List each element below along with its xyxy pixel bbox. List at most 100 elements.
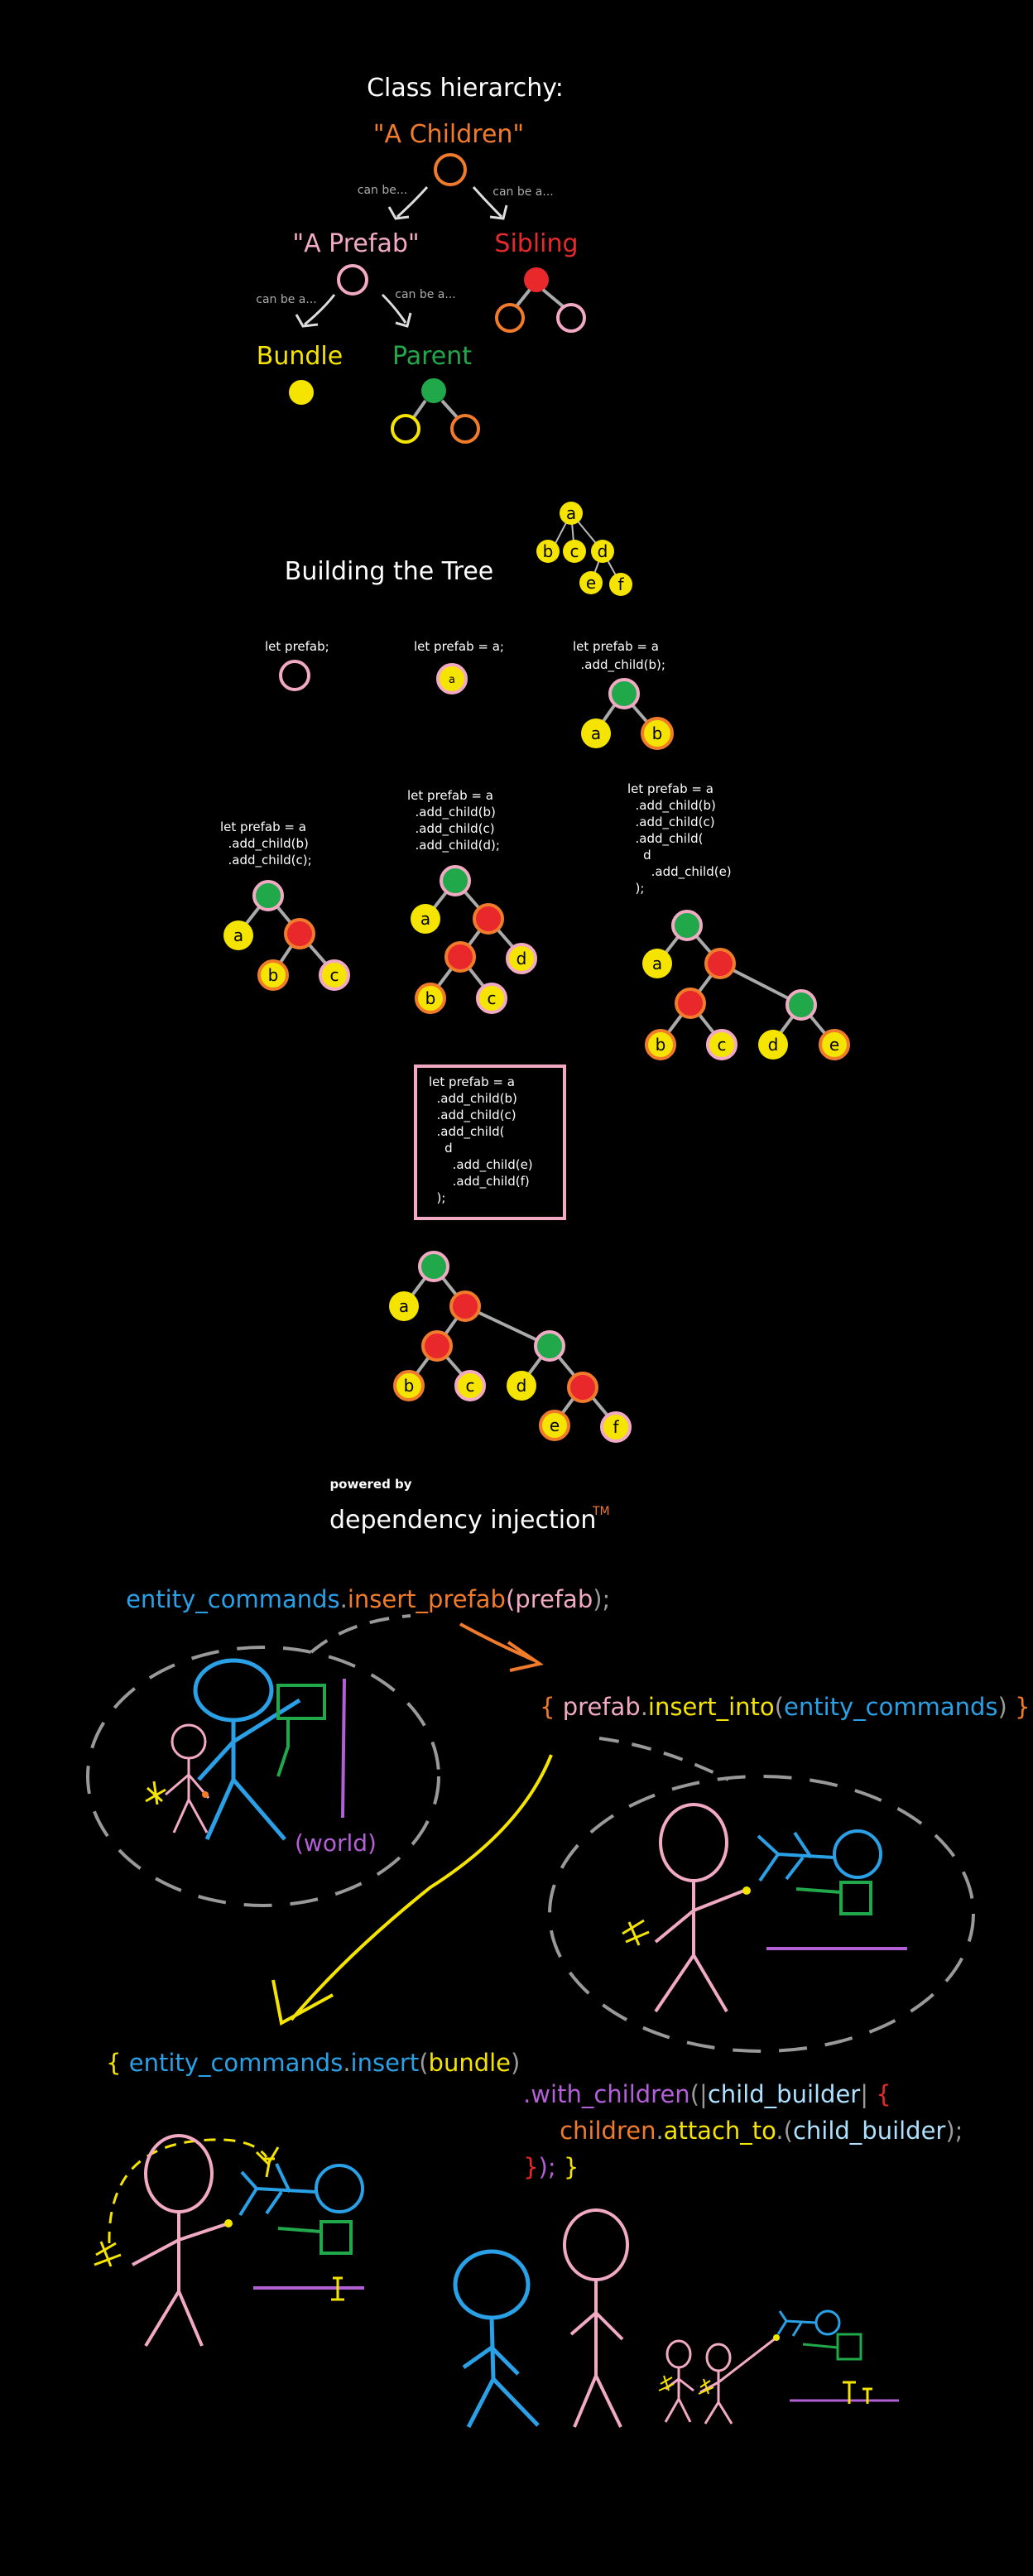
root-label: "A Children" — [373, 120, 524, 149]
bottom-right-scene — [453, 2208, 899, 2429]
svg-text:c: c — [466, 1376, 475, 1396]
step2-node-a — [436, 663, 468, 694]
svg-text:b: b — [425, 988, 436, 1008]
mini-tree: a b c d e f — [536, 502, 632, 596]
mini-node-d: d — [598, 541, 608, 561]
powered-by-big: dependency injection — [329, 1506, 596, 1535]
left-scene — [145, 1658, 346, 1841]
final-code-line-5: d — [429, 1141, 453, 1156]
svg-text:e: e — [829, 1035, 839, 1055]
parent-child-orange — [450, 414, 480, 444]
final-code-line-8: ); — [429, 1190, 445, 1205]
step3-code-line-1: let prefab = a — [573, 639, 659, 654]
svg-text:b: b — [656, 1035, 666, 1055]
step-1: let prefab; — [265, 639, 329, 691]
arrow-right-head — [489, 204, 508, 220]
can-be-right: can be a... — [492, 185, 553, 199]
insert-prefab-line: entity_commands.insert_prefab(prefab); — [88, 1585, 633, 1613]
mini-node-e: e — [586, 573, 596, 593]
prefab-node — [337, 264, 368, 296]
step5-code-line-4: .add_child(d); — [407, 838, 500, 853]
svg-text:b: b — [404, 1376, 415, 1396]
sibling-child-orange — [495, 303, 525, 333]
step-3: let prefab = a .add_child(b); a b — [573, 639, 674, 750]
step4-code-line-1: let prefab = a — [220, 819, 306, 834]
svg-text:e: e — [550, 1415, 560, 1435]
attach-to-line: children.attach_to.(child_builder); — [521, 2117, 986, 2145]
final-tree: a b c d e f — [389, 1251, 632, 1443]
final-code-line-4: .add_child( — [429, 1124, 505, 1140]
step-6: let prefab = a .add_child(b) .add_child(… — [627, 781, 850, 1060]
step1-code-line: let prefab; — [265, 639, 329, 654]
svg-text:a: a — [420, 909, 430, 929]
arrow-left-head — [387, 206, 410, 220]
arrow-right — [472, 186, 503, 219]
step-4: let prefab = a .add_child(b) .add_child(… — [220, 819, 350, 991]
svg-text:a: a — [449, 674, 455, 686]
building-title: Building the Tree — [285, 557, 494, 586]
yellow-arrow — [290, 1754, 553, 2021]
svg-text:c: c — [488, 988, 497, 1008]
final-code-box: let prefab = a .add_child(b) .add_child(… — [414, 1065, 566, 1220]
step6-code-line-2: .add_child(b) — [627, 798, 716, 814]
svg-text:a: a — [233, 925, 243, 945]
step6-code-line-4: .add_child( — [627, 831, 704, 847]
step5-code-line-3: .add_child(c) — [407, 821, 495, 837]
final-code-line-7: .add_child(f) — [429, 1174, 530, 1189]
prefab-label: "A Prefab" — [292, 229, 419, 258]
root-node — [434, 153, 467, 186]
hierarchy-title: Class hierarchy: — [367, 74, 564, 103]
mini-node-a: a — [566, 503, 576, 523]
mini-node-b: b — [543, 541, 554, 561]
svg-text:a: a — [399, 1296, 409, 1316]
step5-code-line-1: let prefab = a — [407, 788, 493, 803]
step6-code-line-5: d — [627, 848, 651, 863]
step6-code-line-1: let prefab = a — [627, 781, 713, 796]
bottom-left-scene — [94, 2134, 364, 2348]
mini-node-f: f — [617, 574, 624, 594]
bundle-node — [289, 380, 314, 405]
step6-code-line-6: .add_child(e) — [627, 864, 732, 880]
step6-code-line-7: ); — [627, 881, 644, 896]
can-be-a-2: can be a... — [395, 288, 455, 301]
step-5: let prefab = a .add_child(b) .add_child(… — [407, 788, 537, 1014]
svg-text:a: a — [591, 723, 601, 743]
sibling-node — [524, 267, 549, 292]
svg-text:b: b — [268, 965, 279, 985]
insert-into-line: { prefab.insert_into(entity_commands) } — [502, 1693, 1033, 1721]
svg-text:d: d — [516, 1376, 527, 1396]
closing-line: }); } — [485, 2153, 602, 2181]
svg-text:f: f — [613, 1417, 619, 1437]
sibling-label: Sibling — [494, 229, 578, 258]
world-label: (world) — [295, 1829, 377, 1857]
svg-text:c: c — [330, 965, 339, 985]
can-be-left: can be... — [358, 184, 407, 197]
parent-label: Parent — [392, 342, 472, 371]
step1-empty-node — [279, 660, 310, 691]
svg-text:c: c — [718, 1035, 727, 1055]
trademark: TM — [592, 1505, 610, 1518]
step4-code-line-2: .add_child(b) — [220, 836, 309, 852]
svg-text:d: d — [768, 1035, 779, 1055]
parent-node — [421, 378, 446, 403]
step2-code-line: let prefab = a; — [414, 639, 504, 654]
bundle-label: Bundle — [257, 342, 343, 371]
with-children-line: .with_children(|child_builder| { — [485, 2080, 914, 2108]
final-code-line-6: .add_child(e) — [429, 1157, 533, 1173]
thought-bubble-right — [548, 1775, 975, 2053]
final-code-line-1: let prefab = a — [429, 1074, 515, 1089]
svg-text:d: d — [516, 949, 527, 968]
final-code-line-3: .add_child(c) — [429, 1108, 516, 1123]
svg-text:a: a — [652, 954, 662, 973]
can-be-a-1: can be a... — [256, 293, 316, 306]
parent-child-yellow — [391, 414, 420, 444]
step-2: let prefab = a; a — [414, 639, 504, 694]
sibling-child-pink — [556, 303, 586, 333]
step6-code-line-3: .add_child(c) — [627, 815, 715, 830]
mini-node-c: c — [570, 541, 579, 561]
svg-text:b: b — [652, 723, 663, 743]
powered-by-small: powered by — [329, 1477, 411, 1492]
orange-arrow — [459, 1622, 536, 1662]
